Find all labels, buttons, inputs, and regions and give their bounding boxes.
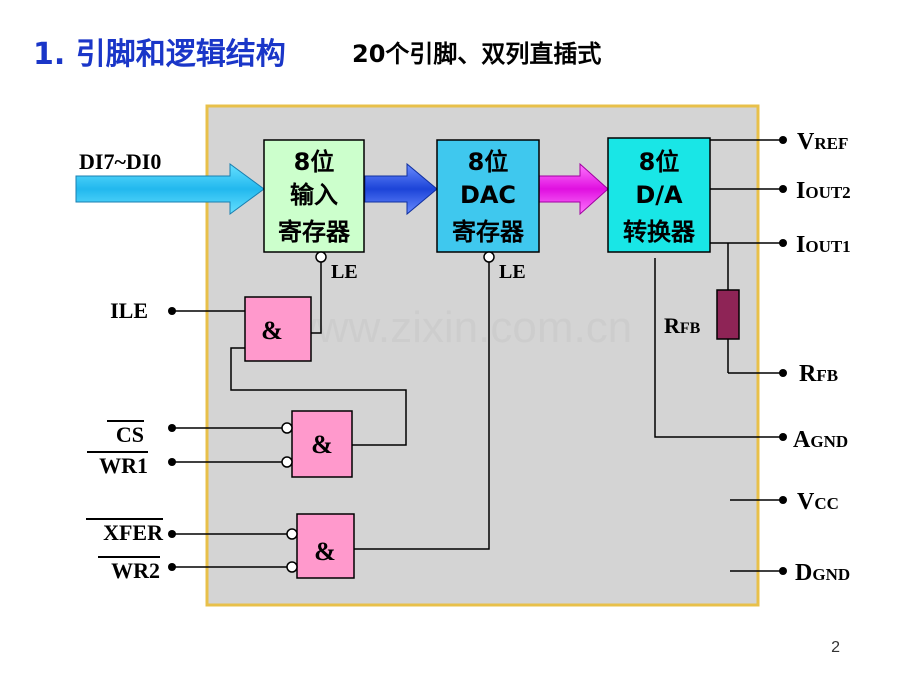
pin-label-vcc: VCC — [797, 489, 839, 515]
data-bus-label: DI7~DI0 — [79, 149, 161, 174]
and-gate-ile-symbol: & — [261, 316, 283, 345]
da-converter-line3: 转换器 — [623, 218, 696, 246]
slide-title: 1. 引脚和逻辑结构 — [33, 37, 286, 72]
label-rfb-internal: RFB — [664, 313, 701, 338]
xfer-pin-dot — [168, 530, 176, 538]
pin-label-wr2: WR2 — [111, 558, 160, 583]
page-number: 2 — [831, 639, 840, 656]
dac-register-block — [436, 139, 540, 253]
wr1-pin-dot — [168, 458, 176, 466]
pin-label-iout2: IOUT2 — [796, 178, 851, 204]
cs-pin-dot — [168, 424, 176, 432]
da-converter-block — [607, 137, 711, 253]
iout1-pin-dot — [779, 239, 787, 247]
da-converter-line2: D/A — [635, 181, 683, 209]
dac-register-line3: 寄存器 — [452, 218, 525, 246]
iout2-pin-dot — [779, 185, 787, 193]
and-gate-cs-wr1-symbol: & — [311, 430, 333, 459]
dgnd-pin-dot — [779, 567, 787, 575]
agnd-pin-dot — [779, 433, 787, 441]
rfb-pin-dot — [779, 369, 787, 377]
arrow-to-converter — [538, 162, 609, 216]
cs-inverter-bubble — [281, 422, 293, 434]
ile-pin-dot — [168, 307, 176, 315]
pin-label-vref: VREF — [797, 129, 848, 155]
vref-pin-dot — [779, 136, 787, 144]
input-register-le-bubble — [315, 251, 327, 263]
input-register-le-label: LE — [331, 261, 358, 283]
dac-register-le-label: LE — [499, 261, 526, 283]
input-register-line2: 输入 — [290, 181, 338, 209]
data-bus-arrow — [75, 163, 265, 215]
and-gate-xfer-wr2 — [296, 513, 355, 579]
arrow-to-dac-register — [364, 162, 438, 216]
pin-label-iout1: IOUT1 — [796, 232, 851, 258]
pin-dots — [168, 136, 787, 575]
and-gate-cs-wr1 — [291, 410, 353, 478]
da-converter-line1: 8位 — [639, 148, 680, 176]
input-register-line3: 寄存器 — [278, 218, 351, 246]
pin-label-wr1: WR1 — [99, 453, 148, 478]
feedback-resistor — [716, 289, 740, 340]
pin-label-cs: CS — [116, 422, 144, 447]
dac-register-line2: DAC — [460, 181, 516, 209]
slide-subtitle: 20个引脚、双列直插式 — [352, 40, 601, 68]
dac-register-le-bubble — [483, 251, 495, 263]
pin-label-agnd: AGND — [793, 427, 848, 453]
pin-label-ile: ILE — [110, 298, 148, 323]
wr1-inverter-bubble — [281, 456, 293, 468]
vcc-pin-dot — [779, 496, 787, 504]
input-register-line1: 8位 — [294, 148, 335, 176]
input-register-block — [263, 139, 365, 253]
and-gate-xfer-wr2-symbol: & — [314, 537, 336, 566]
xfer-inverter-bubble — [286, 528, 298, 540]
wr2-pin-dot — [168, 563, 176, 571]
pin-label-xfer: XFER — [103, 520, 164, 545]
pin-label-dgnd: DGND — [795, 560, 850, 586]
pin-label-rfb: RFB — [799, 361, 838, 387]
and-gate-ile — [244, 296, 312, 362]
watermark: www.zixin.com.cn — [284, 303, 632, 352]
wires — [173, 139, 782, 572]
dac-register-line1: 8位 — [468, 148, 509, 176]
wr2-inverter-bubble — [286, 561, 298, 573]
